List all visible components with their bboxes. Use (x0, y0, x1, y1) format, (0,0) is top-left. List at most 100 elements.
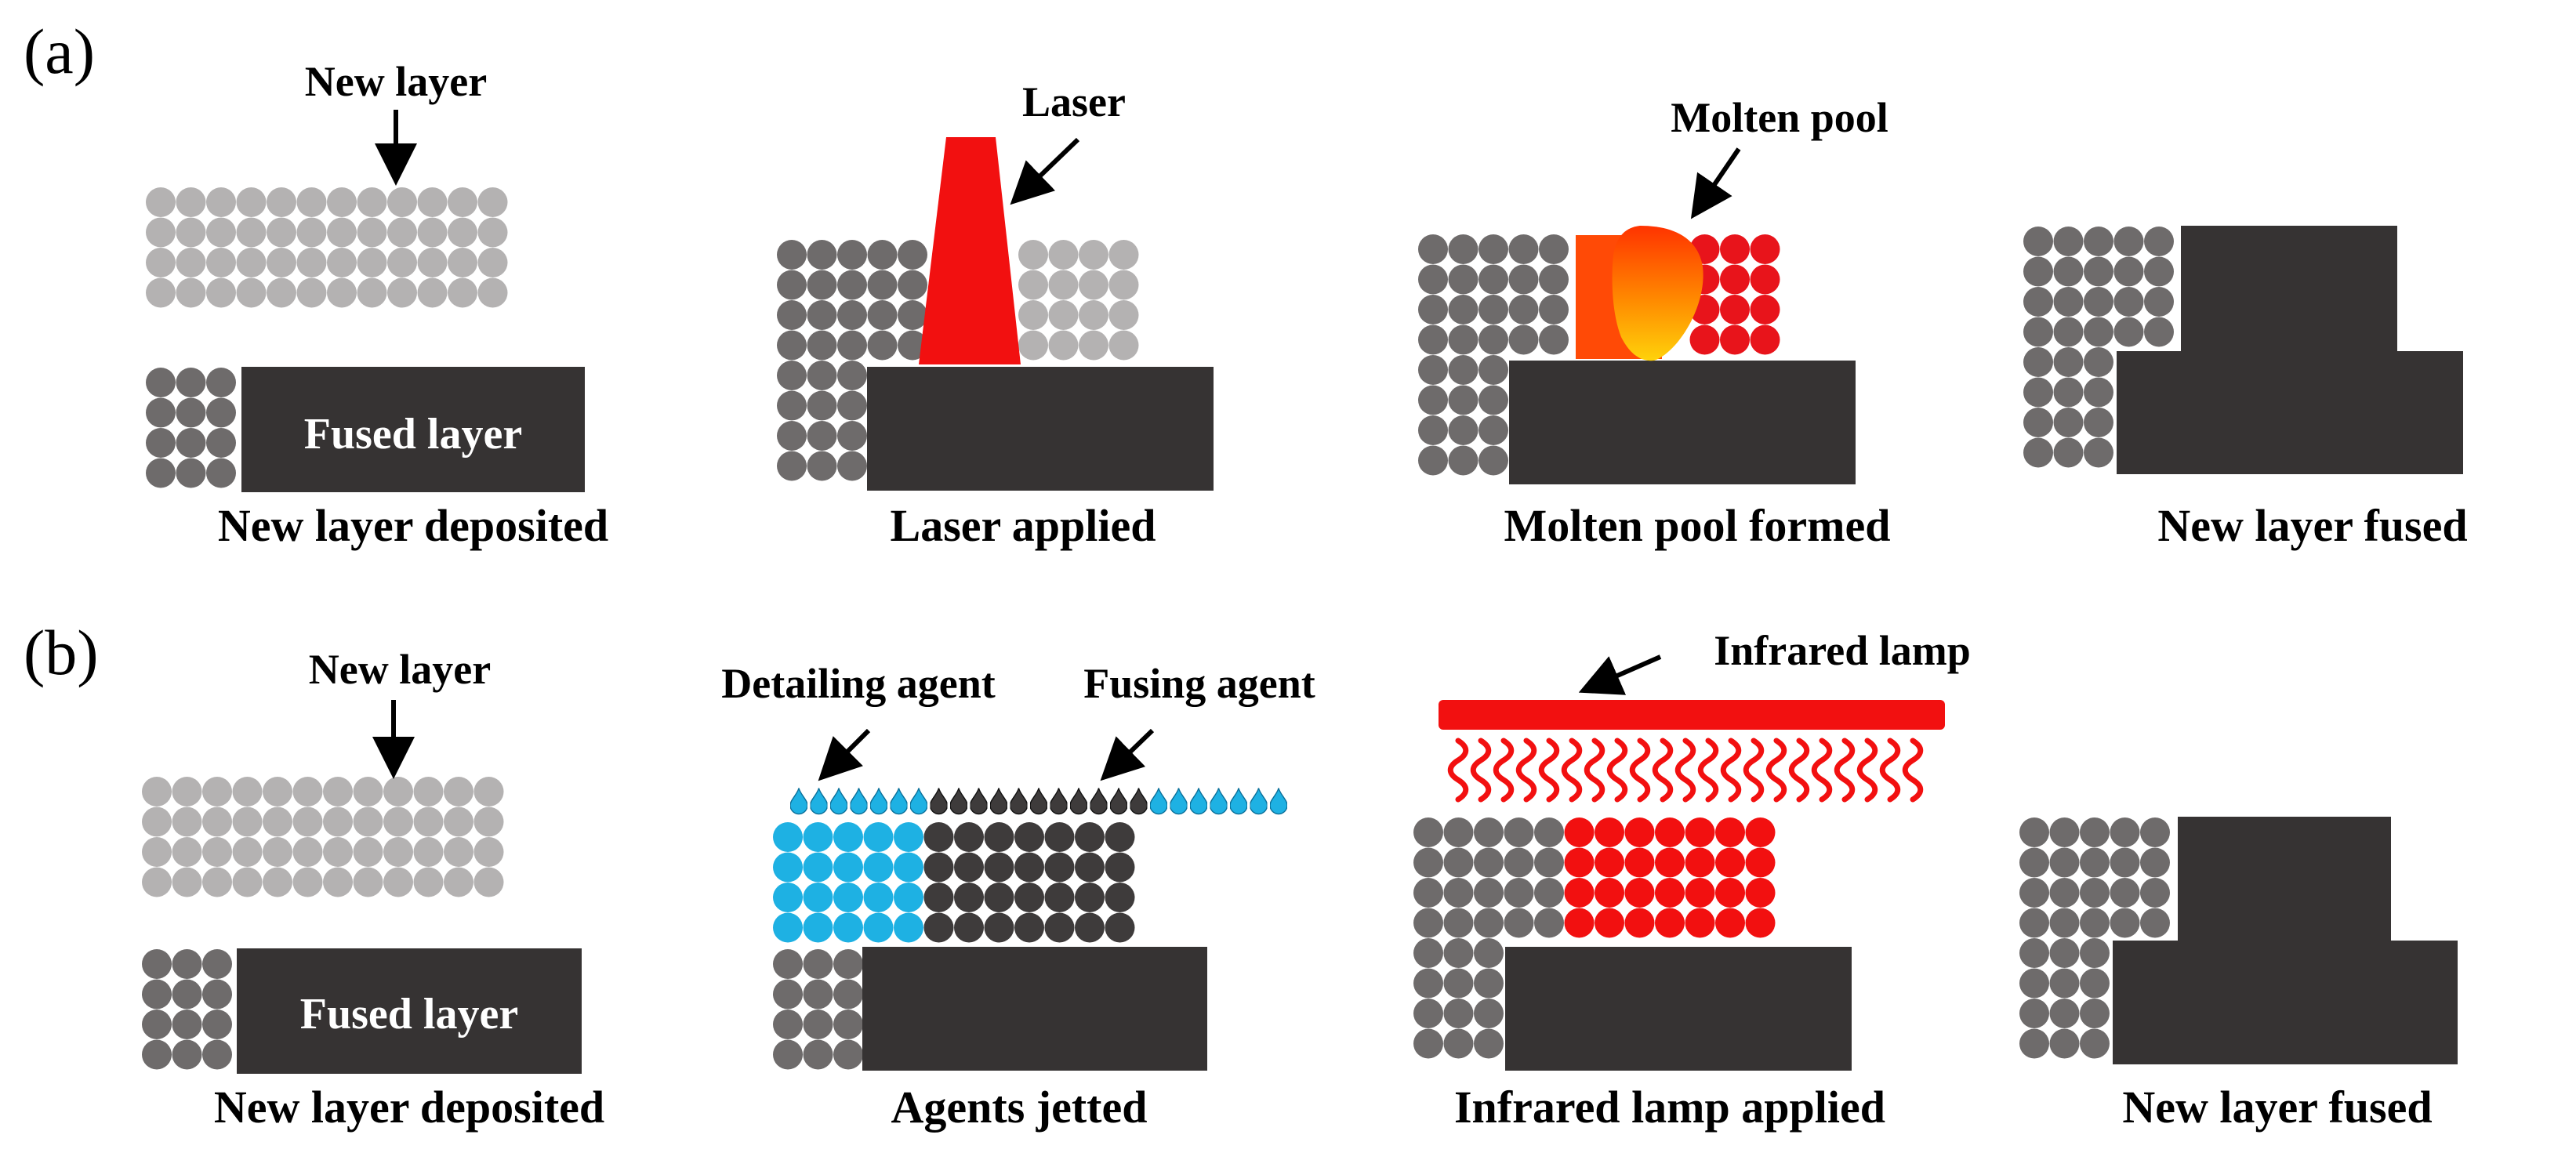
old-powder-bed (146, 368, 236, 488)
powder-particle (2084, 347, 2113, 377)
annotation-laser: Laser (1022, 78, 1126, 125)
powder-particle (353, 867, 383, 897)
powder-particle (1508, 324, 1539, 355)
powder-particle (1443, 908, 1474, 938)
annotation-detailing-agent: Detailing agent (721, 660, 995, 707)
detailing-agent-droplet (1170, 787, 1188, 815)
powder-particle (327, 187, 357, 217)
powder-particle (176, 277, 206, 308)
powder-particle (263, 867, 292, 897)
fused-layer-label: Fused layer (304, 410, 522, 459)
powder-particle (263, 777, 292, 807)
infrared-wave (1697, 738, 1719, 803)
powder-particle (2110, 878, 2140, 908)
powder-particle (2019, 878, 2049, 908)
agent-particle (984, 852, 1014, 883)
powder-particle (1448, 264, 1478, 295)
fusing-agent-droplet (970, 787, 988, 815)
powder-particle (202, 979, 232, 1010)
fusing-agent-droplet (1070, 787, 1087, 815)
powder-particle (176, 428, 206, 458)
agent-particle (803, 822, 833, 852)
powder-particle (898, 240, 927, 270)
agent-particle (894, 912, 923, 943)
powder-particle (176, 368, 206, 397)
powder-particle (1689, 324, 1720, 355)
powder-particle (2080, 999, 2110, 1028)
powder-particle (1448, 355, 1478, 385)
powder-particle (867, 270, 898, 300)
powder-particle (323, 867, 353, 897)
powder-particle (232, 777, 263, 807)
annotation-fusing-agent: Fusing agent (1083, 660, 1315, 707)
powder-particle (1418, 445, 1448, 476)
powder-particle (1474, 878, 1504, 908)
infrared-wave (1788, 738, 1810, 803)
powder-particle (1418, 385, 1448, 415)
powder-particle (353, 777, 383, 807)
fusing-agent-droplet (1130, 787, 1148, 815)
powder-particle (202, 837, 232, 867)
powder-particle (1534, 908, 1564, 938)
powder-particle (2080, 968, 2110, 999)
powder-particle (1685, 908, 1715, 938)
powder-particle (1624, 817, 1655, 847)
powder-particle (2023, 437, 2053, 468)
infrared-radiation (1447, 738, 1924, 803)
powder-particle (2140, 847, 2170, 878)
powder-particle (1534, 817, 1564, 847)
powder-particle (837, 451, 867, 481)
powder-particle (172, 1039, 202, 1070)
powder-particle (172, 837, 202, 867)
powder-particle (1018, 330, 1048, 361)
powder-particle (1418, 295, 1448, 324)
powder-particle (1504, 847, 1534, 878)
powder-particle (1508, 234, 1539, 264)
agent-droplets (790, 787, 1287, 815)
powder-particle (142, 949, 172, 979)
powder-particle (2140, 878, 2170, 908)
agent-particle (1105, 822, 1135, 852)
powder-particle (803, 1010, 833, 1039)
powder-bed (2019, 817, 2170, 1059)
infrared-wave (1720, 738, 1742, 803)
step-b3: Infrared lamp Infrared lamp applied (1413, 627, 1971, 1133)
powder-particle (807, 270, 837, 300)
powder-particle (327, 248, 357, 277)
powder-particle (2019, 817, 2049, 847)
powder-particle (1478, 355, 1508, 385)
agent-particle (863, 912, 894, 943)
powder-particle (2080, 878, 2110, 908)
powder-particle (1474, 1028, 1504, 1059)
powder-particle (413, 807, 444, 837)
powder-particle (2084, 256, 2113, 287)
powder-particle (296, 187, 327, 217)
infrared-wave (1652, 738, 1674, 803)
agent-particle (863, 883, 894, 912)
powder-particle (176, 397, 206, 428)
powder-particle (777, 270, 807, 300)
detailing-agent-droplet (1250, 787, 1268, 815)
infrared-wave (1811, 738, 1833, 803)
powder-particle (2110, 908, 2140, 938)
powder-particle (1715, 847, 1745, 878)
powder-particle (473, 807, 504, 837)
powder-particle (1720, 295, 1750, 324)
caption-a4: New layer fused (2157, 500, 2467, 551)
powder-particle (1624, 908, 1655, 938)
powder-particle (202, 867, 232, 897)
old-powder-bed (142, 949, 232, 1070)
powder-particle (1048, 270, 1079, 300)
powder-particle (777, 300, 807, 330)
powder-particle (1745, 847, 1776, 878)
powder-particle (142, 1010, 172, 1039)
infrared-wave (1493, 738, 1515, 803)
powder-particle (1474, 968, 1504, 999)
powder-particle (176, 187, 206, 217)
powder-particle (176, 217, 206, 248)
powder-particle (172, 867, 202, 897)
infrared-wave (1674, 738, 1696, 803)
powder-particle (1418, 324, 1448, 355)
powder-particle (837, 421, 867, 451)
